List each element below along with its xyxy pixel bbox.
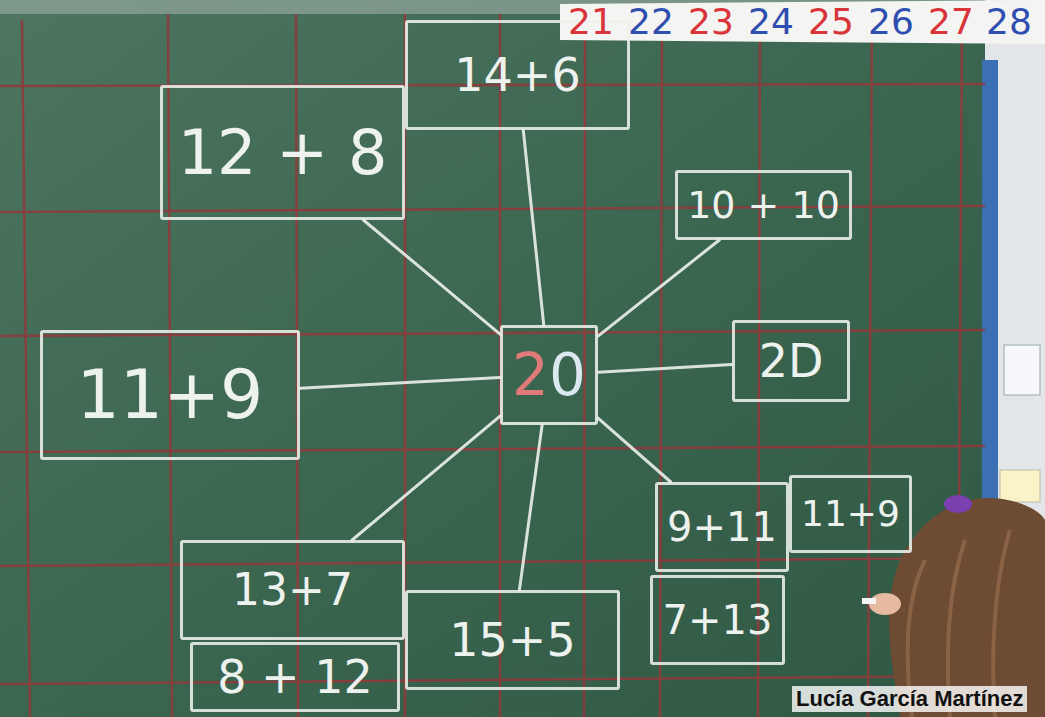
poster <box>1000 470 1040 502</box>
center-number: 20 <box>500 325 598 425</box>
number-card: 21 <box>568 4 614 40</box>
number-card: 22 <box>628 4 674 40</box>
poster <box>1004 345 1040 395</box>
chalk <box>862 598 876 604</box>
number-card: 24 <box>748 4 794 40</box>
number-card: 28 <box>986 4 1032 40</box>
chalk-connector <box>598 364 732 372</box>
chalk-connector <box>300 378 500 389</box>
chalkboard <box>0 0 985 717</box>
sum-box: 9+11 <box>655 482 789 572</box>
child-hair <box>889 498 1045 717</box>
number-strip <box>560 0 1045 44</box>
hair-tie <box>944 495 972 513</box>
number-card: 25 <box>808 4 854 40</box>
sum-text: 15+5 <box>449 617 575 663</box>
number-card: 27 <box>928 4 974 40</box>
center-number-text: 20 <box>512 346 586 404</box>
sum-box: 13+7 <box>180 540 405 640</box>
sum-text: 8 + 12 <box>217 654 373 700</box>
sum-text: 10 + 10 <box>687 186 840 224</box>
sum-text: 12 + 8 <box>178 122 388 184</box>
sum-box: 8 + 12 <box>190 642 400 712</box>
grid-lines <box>0 14 985 717</box>
sum-text: 9+11 <box>667 507 777 547</box>
sum-box: 10 + 10 <box>675 170 852 240</box>
chalk-connector <box>598 240 719 336</box>
sum-box: 15+5 <box>405 590 620 690</box>
number-card: 26 <box>868 4 914 40</box>
chalk-connector <box>598 418 671 482</box>
sum-box: 2D <box>732 320 850 402</box>
sum-box: 11+9 <box>40 330 300 460</box>
sum-text: 14+6 <box>454 52 580 98</box>
chalk-connector <box>352 416 500 540</box>
sum-text: 2D <box>759 338 824 384</box>
watermark: Lucía García Martínez <box>792 686 1027 712</box>
chalk-connector <box>519 425 542 590</box>
sum-box: 12 + 8 <box>160 85 405 220</box>
sum-text: 11+9 <box>801 496 900 532</box>
sum-text: 11+9 <box>77 361 264 429</box>
sum-text: 13+7 <box>232 568 353 612</box>
chalk-connector <box>523 130 543 325</box>
sum-box: 11+9 <box>789 475 912 553</box>
chalk-connector <box>363 220 500 334</box>
sum-box: 7+13 <box>650 575 785 665</box>
sum-text: 7+13 <box>663 600 773 640</box>
number-card: 23 <box>688 4 734 40</box>
